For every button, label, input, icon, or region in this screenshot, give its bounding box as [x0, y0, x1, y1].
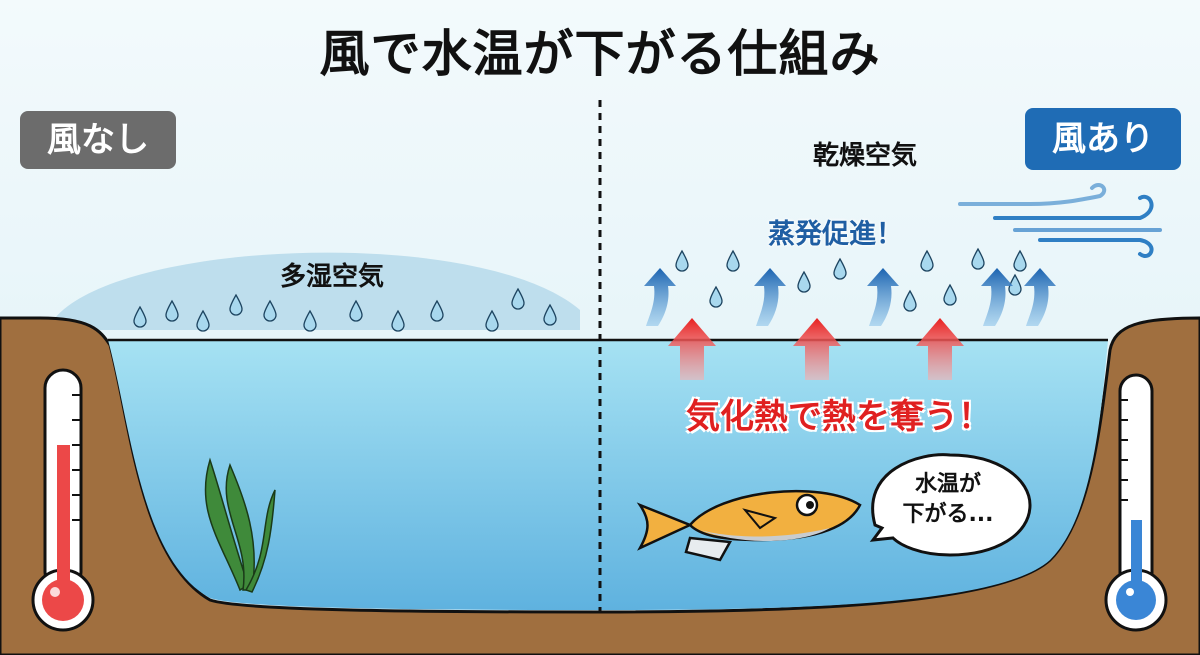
speech-line-2: 下がる... [902, 502, 994, 527]
no-wind-badge: 風なし [20, 111, 176, 169]
humid-air-cloud [55, 252, 580, 330]
dry-air-label: 乾燥空気 [813, 141, 918, 171]
seaweed [204, 457, 276, 593]
thermometer-cold [1104, 373, 1168, 632]
speech-bubble [869, 453, 1032, 557]
thermometer-hot [31, 368, 95, 632]
humid-air-label: 多湿空気 [280, 262, 385, 292]
wind-badge: 風あり [1025, 108, 1181, 170]
heat-of-vaporization-label: 気化熱で熱を奪う！ [686, 397, 992, 437]
fish-medaka [636, 489, 862, 562]
water [108, 340, 1108, 610]
wind-icon [958, 183, 1162, 258]
fish-speech-text: 水温が 下がる... [893, 470, 1003, 530]
evaporation-label: 蒸発促進！ [768, 219, 903, 250]
page-title: 風で水温が下がる仕組み [319, 25, 881, 83]
speech-line-1: 水温が [914, 472, 981, 497]
